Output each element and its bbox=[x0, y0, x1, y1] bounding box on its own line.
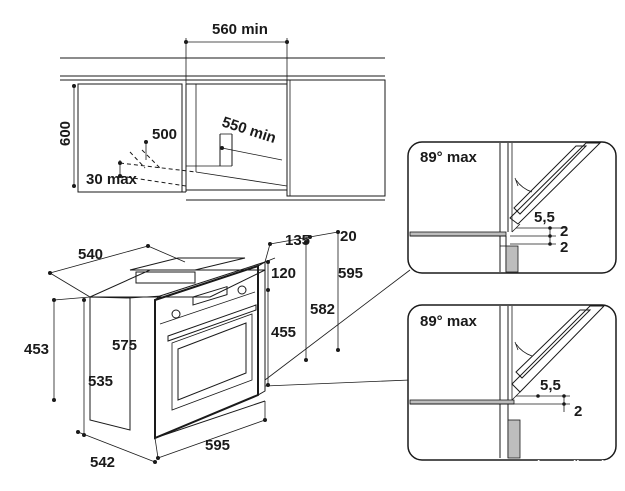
detail-top-angle-label: 89° max bbox=[420, 149, 478, 166]
oven-door-depth-label: 135 bbox=[285, 232, 310, 249]
detail-top-gap-label: 5,5 bbox=[534, 209, 555, 226]
watermark: catalog.onliner.by bbox=[512, 458, 615, 472]
oven-height-535-label: 535 bbox=[88, 373, 113, 390]
oven-width-label: 540 bbox=[78, 246, 103, 263]
oven-top-offset-label: 120 bbox=[271, 265, 296, 282]
detail-top-dim-a-label: 2 bbox=[560, 223, 568, 240]
oven-drawing bbox=[48, 230, 411, 464]
oven-height-455-label: 455 bbox=[271, 324, 296, 341]
detail-top-dim-b-label: 2 bbox=[560, 239, 568, 256]
oven-door-thickness-label: 20 bbox=[340, 228, 357, 245]
niche-depth-label: 550 min bbox=[220, 114, 278, 147]
detail-bottom-angle-label: 89° max bbox=[420, 313, 478, 330]
oven-front-height-label: 595 bbox=[338, 265, 363, 282]
niche-height-label: 600 bbox=[57, 121, 74, 146]
detail-panel-top bbox=[407, 141, 617, 274]
detail-panel-bottom bbox=[407, 304, 617, 461]
niche-width-label: 560 min bbox=[212, 21, 268, 38]
niche-drawing bbox=[60, 38, 386, 201]
oven-height-453-label: 453 bbox=[24, 341, 49, 358]
niche-cut-depth-label: 500 bbox=[152, 126, 177, 143]
oven-front-width-label: 595 bbox=[205, 437, 230, 454]
detail-bottom-dim-a-label: 2 bbox=[574, 403, 582, 420]
oven-depth-total-label: 542 bbox=[90, 454, 115, 471]
oven-height-575-label: 575 bbox=[112, 337, 137, 354]
oven-height-582-label: 582 bbox=[310, 301, 335, 318]
detail-bottom-gap-label: 5,5 bbox=[540, 377, 561, 394]
niche-gap-label: 30 max bbox=[86, 171, 138, 188]
